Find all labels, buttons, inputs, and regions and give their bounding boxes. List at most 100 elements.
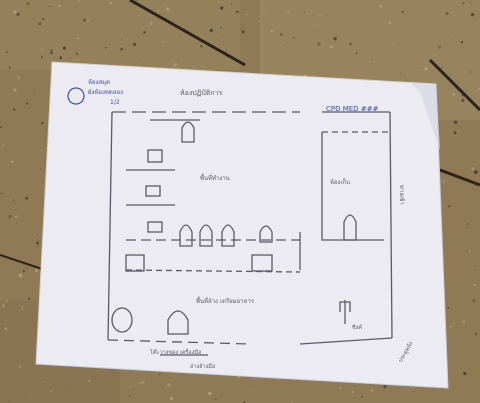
floor-speckle (62, 46, 66, 50)
floor-speckle (5, 300, 8, 303)
floor-speckle (447, 306, 450, 309)
floor-speckle (15, 222, 17, 224)
bottom-note-2: อ่างล้างมือ (190, 363, 215, 370)
floor-speckle (165, 7, 170, 11)
floor-speckle (453, 120, 458, 124)
floor-speckle (1, 303, 6, 308)
floor-speckle (377, 398, 379, 401)
floor-speckle (44, 381, 46, 383)
floor-speckle (245, 13, 248, 16)
floor-speckle (40, 56, 43, 58)
floor-speckle (472, 299, 476, 303)
floor-speckle (333, 36, 337, 41)
floor-speckle (88, 379, 91, 383)
floor-speckle (40, 47, 44, 51)
floor-speckle (8, 66, 11, 69)
tile-grout (0, 254, 46, 271)
floor-speckle (33, 323, 36, 325)
floor-speckle (8, 214, 12, 219)
floor-speckle (460, 41, 464, 44)
floor-speckle (203, 66, 204, 68)
floor-speckle (44, 53, 46, 55)
floor-speckle (453, 131, 457, 135)
paper-fold (410, 82, 440, 150)
floor-speckle (149, 22, 153, 25)
header-left-line-3: 1/2 (110, 99, 120, 106)
floor-speckle (82, 18, 87, 22)
side-note: ทางเข้า (398, 185, 405, 205)
floor-speckle (257, 391, 258, 393)
floor-speckle (216, 35, 219, 37)
floor-speckle (318, 13, 322, 17)
floor-speckle (270, 29, 274, 33)
floor-speckle (447, 205, 451, 208)
floor-speckle (330, 45, 333, 49)
floor-speckle (303, 11, 305, 14)
floor-speckle (50, 51, 53, 55)
floor-speckle (442, 208, 444, 210)
floor-speckle (38, 21, 42, 26)
floor-speckle (6, 51, 8, 54)
floor-speckle (215, 398, 217, 400)
floor-speckle (461, 98, 465, 103)
floor-speckle (192, 65, 196, 69)
floor-speckle (457, 129, 460, 132)
floor-speckle (468, 250, 471, 252)
floor-speckle (39, 26, 41, 29)
floor-speckle (474, 170, 478, 174)
floor-speckle (42, 184, 44, 186)
floor-speckle (399, 72, 402, 74)
floor-speckle (452, 92, 456, 96)
floor-speckle (199, 45, 203, 48)
floor-speckle (49, 5, 51, 8)
floor-speckle (26, 102, 29, 105)
floor-speckle (77, 0, 81, 2)
floor-speckle (471, 106, 473, 108)
floor-speckle (244, 397, 245, 399)
floor-speckle (143, 31, 146, 34)
floor-speckle (86, 19, 90, 23)
floor-speckle (34, 233, 36, 236)
floor-speckle (461, 94, 465, 97)
floor-speckle (471, 167, 475, 171)
floor-speckle (18, 364, 22, 369)
floor-speckle (0, 126, 2, 129)
floor-speckle (40, 168, 42, 170)
floor-speckle (474, 333, 477, 336)
floor-speckle (466, 223, 469, 225)
floor-speckle (109, 1, 112, 5)
floor-speckle (453, 253, 455, 255)
floor-speckle (15, 215, 18, 218)
floor-speckle (241, 384, 243, 387)
floor-speckle (236, 10, 239, 13)
floor-speckle (26, 267, 28, 269)
floor-speckle (349, 42, 353, 46)
floor-speckle (470, 12, 475, 17)
floor-speckle (355, 52, 358, 54)
floor-speckle (41, 121, 44, 125)
floor-speckle (129, 395, 131, 397)
floor-speckle (412, 390, 414, 392)
floor-speckle (313, 2, 315, 4)
floor-speckle (21, 305, 24, 308)
floor-speckle (135, 0, 138, 2)
floor-speckle (463, 371, 467, 376)
floor-speckle (25, 196, 29, 200)
floor-speckle (473, 182, 478, 186)
floor-speckle (388, 21, 392, 25)
floor-speckle (449, 325, 453, 329)
floor-speckle (142, 381, 145, 384)
floor-speckle (121, 39, 123, 41)
floor-speckle (370, 388, 374, 392)
floor-speckle (0, 192, 3, 195)
floor-speckle (49, 389, 53, 393)
floor-speckle (419, 67, 421, 68)
floor-speckle (371, 58, 373, 61)
floor-speckle (167, 383, 171, 387)
floor-speckle (129, 386, 132, 389)
floor-speckle (40, 149, 43, 152)
floor-speckle (220, 26, 222, 29)
floor-speckle (451, 35, 454, 37)
floor-speckle (22, 270, 25, 273)
